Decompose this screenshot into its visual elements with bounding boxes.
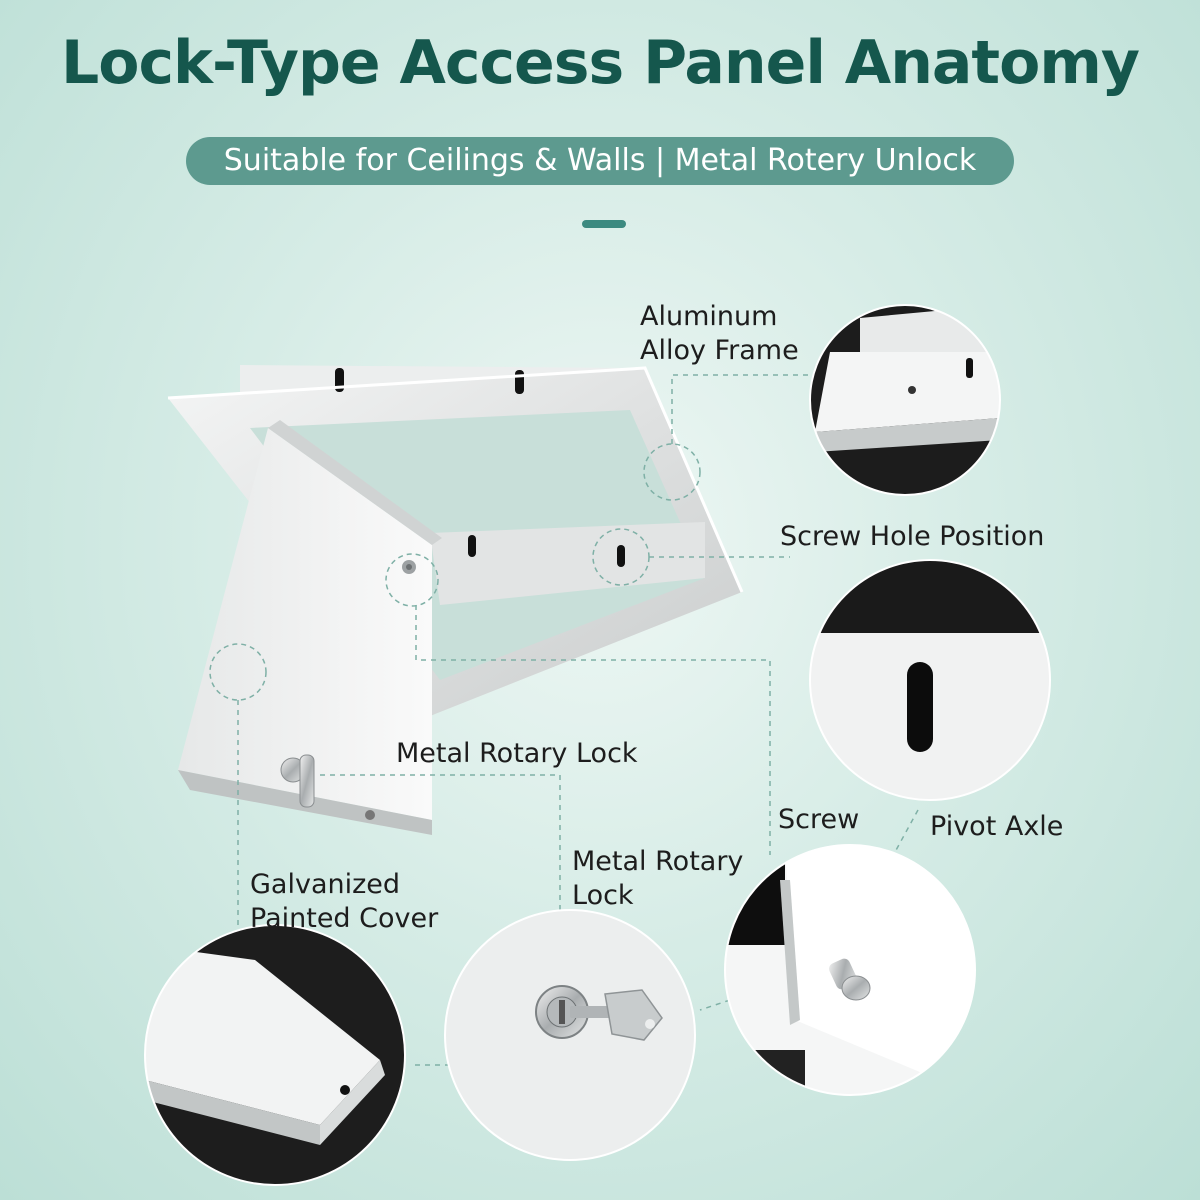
access-panel-door: [178, 420, 442, 835]
detail-screw-hole-circle: [809, 559, 1051, 801]
label-metal-rotary-lock-top: Metal Rotary Lock: [396, 738, 638, 769]
detail-key-lock-circle: [444, 909, 696, 1161]
detail-frame-circle: [809, 304, 1001, 496]
pivot-marker: [385, 553, 439, 607]
accent-divider: [582, 220, 626, 228]
pivot-axle-pin: [829, 958, 871, 1001]
door-hole: [365, 810, 375, 820]
slot-hole: [907, 662, 933, 752]
leader-lines: [237, 374, 919, 1066]
rotary-lock-handle: [280, 754, 315, 808]
lock-cylinder: [535, 985, 589, 1039]
access-panel-frame: [167, 365, 744, 720]
detail-cover-circle: [144, 924, 406, 1186]
key-icon: [570, 989, 663, 1041]
label-galvanized-cover: Galvanized Painted Cover: [250, 869, 439, 934]
label-aluminum-frame: Aluminum Alloy Frame: [640, 301, 799, 366]
detail-pivot-axle-circle: [724, 844, 976, 1096]
frame-slot: [468, 535, 476, 557]
subtitle-badge: Suitable for Ceilings & Walls | Metal Ro…: [186, 137, 1014, 185]
frame-slot: [515, 370, 524, 394]
label-screw-hole-position: Screw Hole Position: [780, 521, 1045, 552]
label-screw: Screw: [778, 804, 860, 835]
screw-hole-slot: [617, 545, 625, 567]
frame-marker: [643, 443, 701, 501]
cover-marker: [209, 643, 267, 701]
label-pivot-axle: Pivot Axle: [930, 811, 1064, 842]
page-title: Lock-Type Access Panel Anatomy: [61, 28, 1140, 98]
label-metal-rotary-lock-bottom: Metal Rotary Lock: [572, 846, 744, 911]
